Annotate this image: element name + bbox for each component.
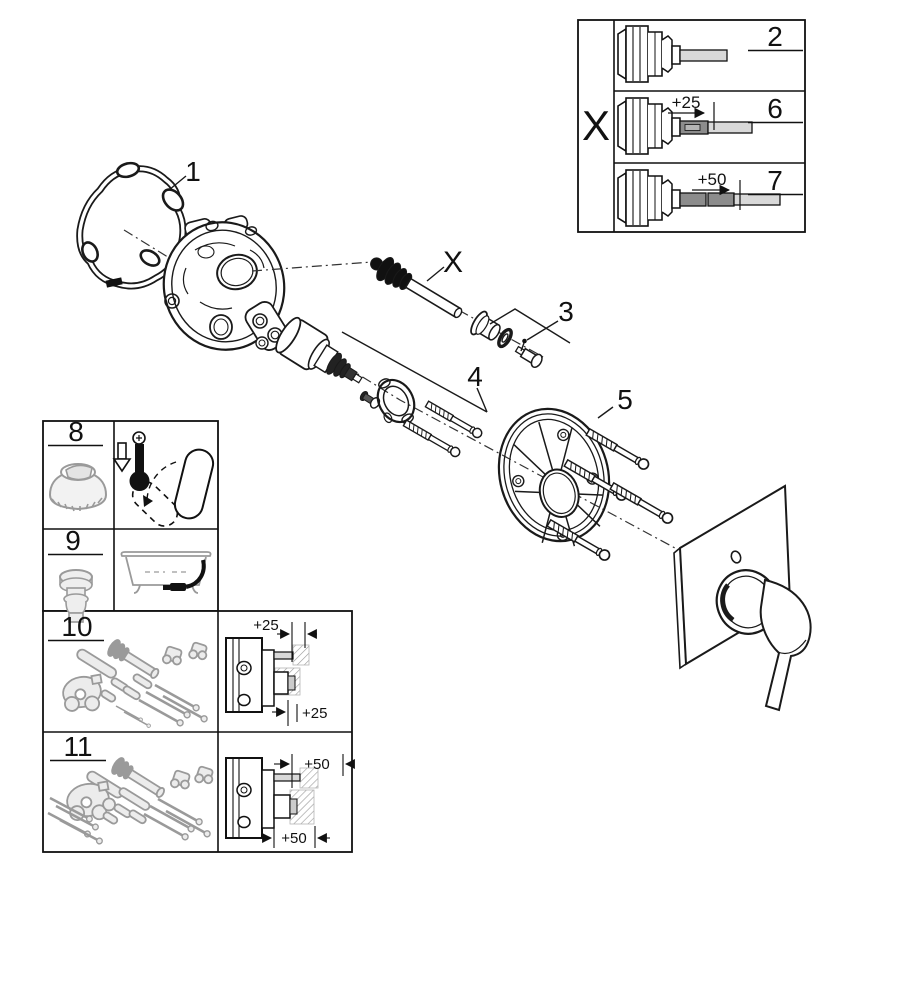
callout-3: 3 — [558, 296, 574, 327]
dim-50-bottom: +50 — [281, 830, 306, 847]
callout-4: 4 — [467, 361, 483, 392]
lever-rotation-icon — [131, 448, 215, 527]
side-lug — [164, 293, 180, 309]
extension-50-b — [707, 192, 735, 207]
callout-5: 5 — [617, 384, 633, 415]
gasket-lobe — [161, 188, 185, 212]
adapter-screw — [514, 345, 543, 369]
stem-stub — [273, 651, 294, 660]
cross-section-25: +25 +25 — [225, 617, 327, 726]
cross-section-50: +50 +50 — [225, 754, 355, 848]
variant-dim-50: +50 — [698, 170, 727, 189]
variant-callout-6: 6 — [767, 93, 783, 124]
variant-row-6: +25 6 — [617, 93, 803, 155]
bathtub-filler-icon — [120, 551, 212, 594]
callout-x: X — [443, 246, 463, 279]
variant-callout-7: 7 — [767, 165, 783, 196]
row-11: 11 — [45, 731, 355, 848]
callout-leaders — [168, 175, 614, 419]
spindle-stem — [679, 49, 728, 62]
variant-group-label: X — [582, 102, 610, 149]
variant-row-7: +50 7 — [617, 165, 803, 227]
dim-50-top: +50 — [304, 756, 329, 773]
mounting-lug-hole — [205, 220, 219, 232]
gasket — [76, 161, 187, 290]
gasket-tab — [105, 277, 123, 288]
row-9: 9 — [48, 525, 212, 623]
row-10: 10 — [48, 611, 327, 729]
extension-50-a — [679, 192, 707, 207]
extension-kit-25-parts — [62, 639, 210, 729]
spindle-variants-box: X 2 +25 6 +50 7 — [577, 19, 806, 233]
thermometer-down-icon — [112, 431, 150, 491]
spindle-stem — [707, 121, 753, 134]
serrated-ring — [497, 327, 513, 349]
gasket-lobe — [139, 249, 161, 267]
spare-parts-table: 8 9 — [42, 416, 355, 853]
handle-blade — [759, 578, 812, 712]
extension-kit-50-parts — [45, 757, 214, 847]
spindle-part — [370, 257, 463, 319]
callout-8: 8 — [68, 416, 84, 447]
mounting-plate — [497, 407, 611, 547]
callout-11: 11 — [63, 731, 92, 762]
lever-handle — [715, 569, 812, 712]
threaded-port — [209, 314, 233, 340]
filler-hose — [185, 559, 206, 589]
leader-dot — [522, 338, 527, 344]
gasket-lobe — [81, 241, 99, 263]
callout-10: 10 — [61, 611, 92, 642]
valve-body — [162, 215, 290, 351]
variant-dim-25: +25 — [672, 93, 701, 112]
cartridge-bore — [216, 253, 258, 291]
variant-callout-2: 2 — [767, 21, 783, 52]
mounting-screw — [584, 426, 652, 472]
temperature-limiter-part — [48, 463, 108, 512]
variant-row-2: 2 — [617, 21, 803, 83]
mounting-screw — [608, 480, 676, 526]
callout-1: 1 — [185, 156, 201, 187]
gasket-lobe — [115, 161, 141, 179]
stem-stub — [273, 773, 301, 782]
flange-screw — [401, 418, 463, 459]
callout-9: 9 — [65, 525, 81, 556]
cartridge — [275, 316, 363, 384]
check-valve-part — [59, 569, 93, 623]
dim-25-top: +25 — [253, 617, 278, 634]
plate-screw-hole — [730, 550, 742, 564]
dim-25-bottom: +25 — [302, 705, 327, 722]
row-8: 8 — [48, 416, 215, 527]
mounting-lug-hole — [244, 226, 258, 236]
